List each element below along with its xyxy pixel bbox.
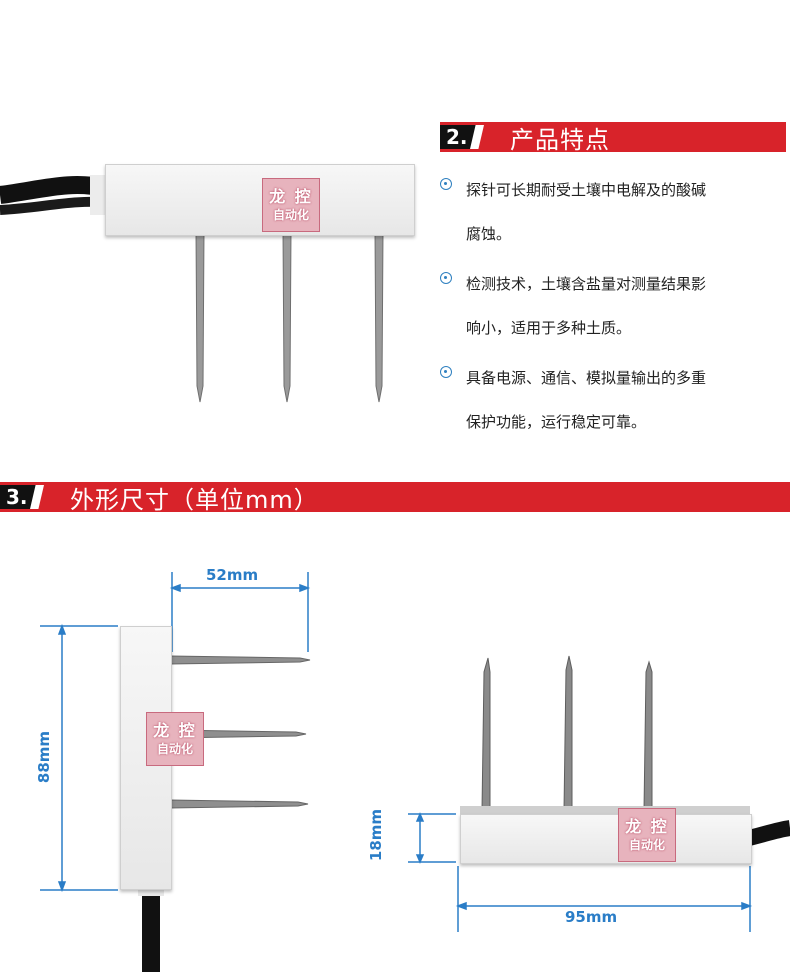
logo-text-1: 龙 控	[269, 187, 313, 206]
side-view-drawing: 龙 控 自动化 52mm 88mm	[0, 560, 340, 972]
section-2-title: 产品特点	[510, 125, 610, 154]
section-3-banner: 3. 外形尺寸（单位mm）	[0, 482, 790, 514]
feature-item: 检测技术，土壤含盐量对测量结果影 响小，适用于多种土质。	[440, 262, 780, 350]
brand-logo-front: 龙 控 自动化	[618, 808, 676, 862]
logo-text-1: 龙 控	[625, 817, 669, 836]
feature-line: 保护功能，运行稳定可靠。	[466, 413, 647, 431]
section-2-banner: 2. 产品特点	[440, 122, 786, 154]
bullet-icon	[440, 272, 452, 284]
bullet-icon	[440, 366, 452, 378]
feature-line: 探针可长期耐受土壤中电解及的酸碱	[466, 181, 707, 199]
section-2-number: 2.	[440, 125, 478, 149]
feature-line: 响小，适用于多种土质。	[466, 319, 632, 337]
feature-line: 腐蚀。	[466, 225, 512, 243]
logo-text-2: 自动化	[628, 838, 665, 852]
sensor-body-top	[105, 164, 415, 236]
section-3-title: 外形尺寸（单位mm）	[70, 485, 319, 514]
feature-item: 探针可长期耐受土壤中电解及的酸碱 腐蚀。	[440, 168, 780, 256]
product-photo-top: 龙 控 自动化	[0, 150, 430, 420]
sensor-body-front	[460, 814, 752, 864]
brand-logo-side: 龙 控 自动化	[146, 712, 204, 766]
brand-logo-top: 龙 控 自动化	[262, 178, 320, 232]
feature-line: 检测技术，土壤含盐量对测量结果影	[466, 275, 707, 293]
logo-text-2: 自动化	[272, 208, 309, 222]
feature-line: 具备电源、通信、模拟量输出的多重	[466, 369, 707, 387]
bullet-icon	[440, 178, 452, 190]
logo-text-2: 自动化	[156, 742, 193, 756]
dimension-thickness: 18mm	[367, 808, 385, 862]
dimension-height: 88mm	[35, 730, 53, 784]
dimension-probe-length: 52mm	[206, 566, 259, 584]
front-view-lines	[408, 655, 790, 932]
front-view-drawing: 龙 控 自动化 18mm 95mm	[360, 640, 790, 972]
sensor-illustration	[0, 175, 384, 403]
feature-item: 具备电源、通信、模拟量输出的多重 保护功能，运行稳定可靠。	[440, 356, 780, 444]
feature-list: 探针可长期耐受土壤中电解及的酸碱 腐蚀。 检测技术，土壤含盐量对测量结果影 响小…	[440, 168, 780, 450]
logo-text-1: 龙 控	[153, 721, 197, 740]
dimension-width: 95mm	[565, 908, 618, 926]
